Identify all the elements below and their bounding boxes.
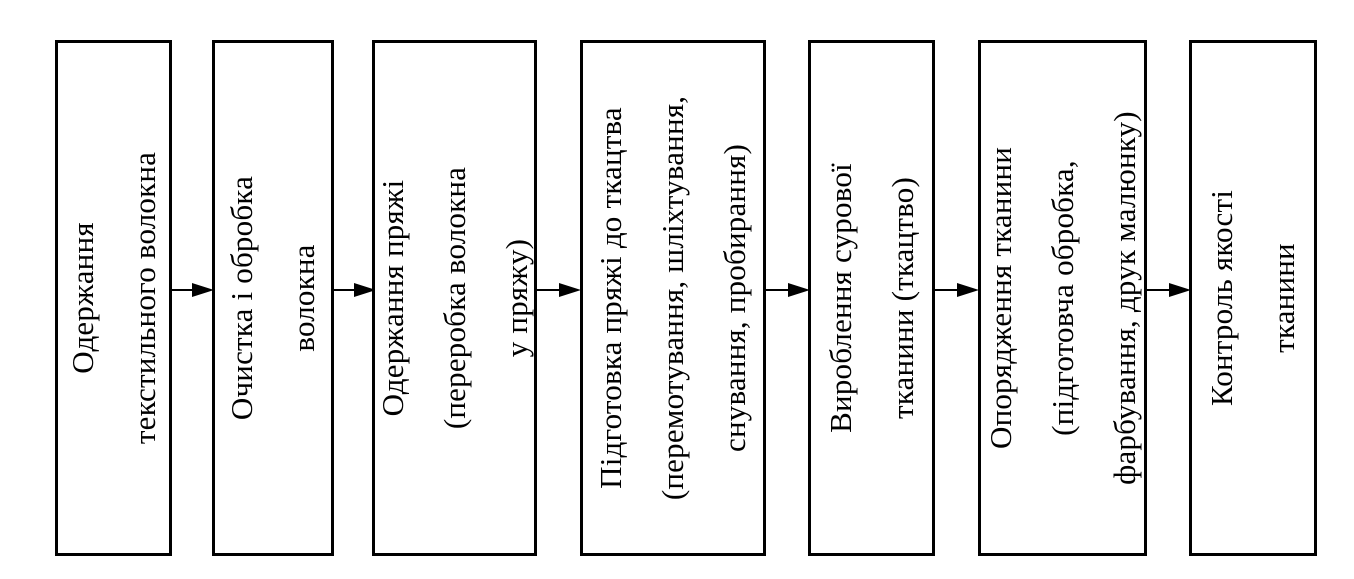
step-label: Вироблення сурової тканини (ткацтво) bbox=[810, 48, 934, 548]
step-label-line: (підготовча обробка, bbox=[1044, 160, 1080, 436]
step-label: Опорядження тканини (підготовча обробка,… bbox=[970, 48, 1156, 548]
step-box-yarn-production: Одержання пряжі (переробка волокна у пря… bbox=[372, 40, 537, 556]
flow-arrow bbox=[1147, 283, 1191, 297]
step-label-line: (переробка волокна bbox=[436, 166, 472, 430]
step-label-line: Одержання bbox=[64, 222, 100, 374]
step-label-line: Очистка і обробка bbox=[224, 175, 259, 421]
step-box-fiber-production: Одержання текстильного волокна bbox=[55, 40, 172, 556]
step-label-line: Опорядження тканини bbox=[982, 146, 1018, 450]
step-label-line: у пряжу) bbox=[498, 238, 534, 358]
flow-arrow bbox=[935, 283, 979, 297]
step-label-line: снування, пробирання) bbox=[717, 144, 752, 452]
step-box-weaving: Вироблення сурової тканини (ткацтво) bbox=[808, 40, 935, 556]
step-box-fabric-finishing: Опорядження тканини (підготовча обробка,… bbox=[978, 40, 1147, 556]
step-label-line: фарбування, друк малюнку) bbox=[1106, 111, 1142, 485]
step-label-line: Вироблення сурової bbox=[822, 163, 858, 433]
flow-arrow bbox=[766, 283, 810, 297]
step-box-weaving-preparation: Підготовка пряжі до ткацтва (перемотуван… bbox=[580, 40, 766, 556]
step-label: Очистка і обробка волокна bbox=[211, 48, 335, 548]
flow-arrow bbox=[537, 283, 581, 297]
step-label: Контроль якості тканини bbox=[1191, 48, 1315, 548]
flow-arrow bbox=[334, 283, 376, 297]
step-label: Одержання пряжі (переробка волокна у пря… bbox=[362, 48, 548, 548]
step-box-quality-control: Контроль якості тканини bbox=[1189, 40, 1317, 556]
step-label-line: волокна bbox=[286, 244, 321, 352]
flow-arrow bbox=[172, 283, 214, 297]
step-box-fiber-cleaning: Очистка і обробка волокна bbox=[212, 40, 334, 556]
step-label: Підготовка пряжі до ткацтва (перемотуван… bbox=[580, 48, 766, 548]
step-label-line: Одержання пряжі bbox=[374, 179, 410, 417]
step-label-line: Підготовка пряжі до ткацтва bbox=[593, 107, 628, 489]
step-label-line: тканини (ткацтво) bbox=[884, 177, 920, 420]
step-label-line: (перемотування, шліхтування, bbox=[655, 95, 690, 501]
step-label-line: Контроль якості bbox=[1204, 189, 1239, 407]
step-label-line: тканини bbox=[1266, 243, 1301, 353]
step-label-line: текстильного волокна bbox=[126, 151, 162, 445]
step-label: Одержання текстильного волокна bbox=[52, 48, 176, 548]
